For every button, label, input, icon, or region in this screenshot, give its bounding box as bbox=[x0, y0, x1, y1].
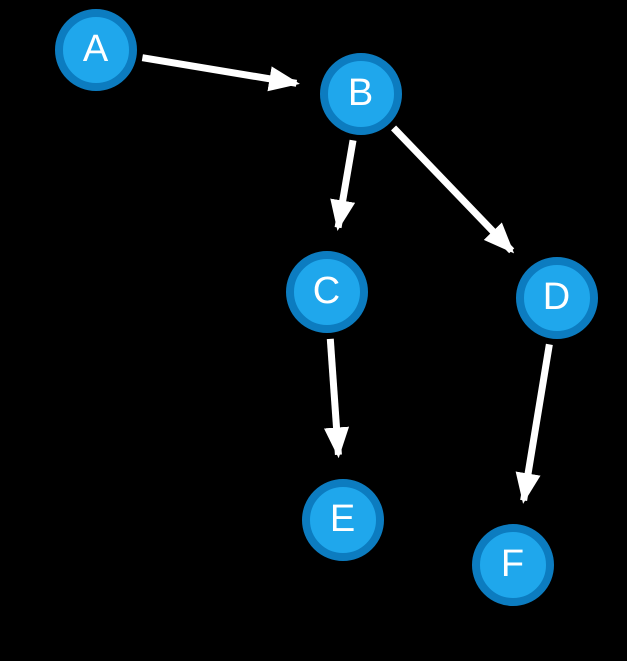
node-label: C bbox=[312, 270, 342, 312]
graph-edge-D-F bbox=[515, 343, 553, 504]
graph-edge-C-E bbox=[323, 338, 350, 459]
graph-node-B[interactable]: B bbox=[320, 53, 402, 135]
graph-node-D[interactable]: D bbox=[516, 257, 598, 339]
node-label: E bbox=[329, 498, 357, 540]
graph-node-F[interactable]: F bbox=[472, 524, 554, 606]
node-label: B bbox=[347, 72, 375, 114]
graph-node-E[interactable]: E bbox=[302, 479, 384, 561]
graph-node-A[interactable]: A bbox=[55, 9, 137, 91]
graph-edge-A-B bbox=[141, 54, 300, 92]
graph-edge-B-D bbox=[391, 125, 515, 254]
graph-edge-B-C bbox=[330, 139, 357, 231]
node-label: A bbox=[82, 28, 110, 70]
graph-node-C[interactable]: C bbox=[286, 251, 368, 333]
node-label: F bbox=[500, 543, 526, 585]
node-label: D bbox=[542, 276, 572, 318]
